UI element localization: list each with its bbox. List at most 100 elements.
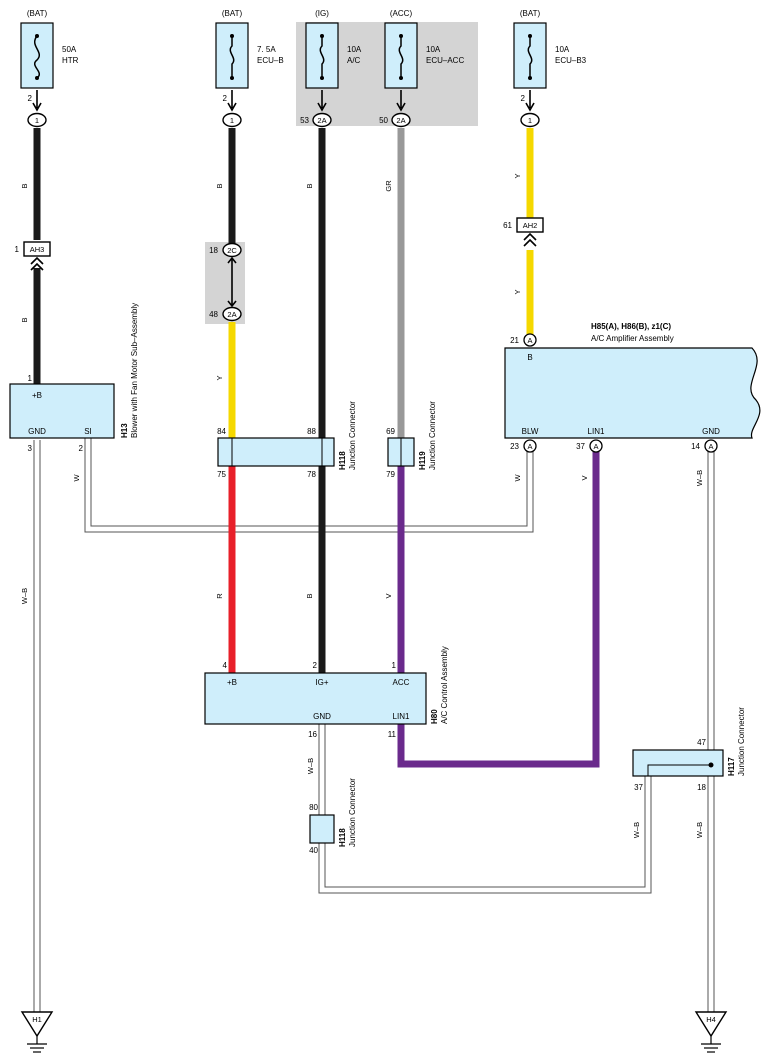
svg-text:ACC: ACC <box>393 678 410 687</box>
svg-text:37: 37 <box>576 442 585 451</box>
svg-text:1: 1 <box>392 661 397 670</box>
connector-2c-2a: 2C 18 2A 48 <box>209 242 242 322</box>
svg-text:LIN1: LIN1 <box>588 427 605 436</box>
fuse-ecub-amp: 7. 5A <box>257 45 276 54</box>
svg-text:GND: GND <box>702 427 720 436</box>
fuse-ecub-name: ECU–B <box>257 56 284 65</box>
svg-text:GND: GND <box>28 427 46 436</box>
svg-text:IG+: IG+ <box>315 678 328 687</box>
svg-text:79: 79 <box>386 470 395 479</box>
conn-ecub3-label: 1 <box>528 116 532 125</box>
svg-text:Y: Y <box>215 375 224 380</box>
h118-bottom-junction: 80 40 H118 Junction Connector <box>309 778 357 855</box>
fuse-ecuacc-amp: 10A <box>426 45 441 54</box>
svg-text:16: 16 <box>308 730 317 739</box>
fuse-ecuacc-name: ECU–ACC <box>426 56 464 65</box>
fuse-ecub-source: (BAT) <box>222 9 243 18</box>
svg-text:Junction Connector: Junction Connector <box>428 401 437 470</box>
svg-text:69: 69 <box>386 427 395 436</box>
svg-text:Blower with Fan Motor Sub–Asse: Blower with Fan Motor Sub–Assembly <box>130 303 139 438</box>
svg-text:H118: H118 <box>338 828 347 847</box>
ac-amplifier: H85(A), H86(B), z1(C) A/C Amplifier Asse… <box>504 322 761 453</box>
svg-text:W: W <box>513 474 522 482</box>
svg-text:W–B: W–B <box>306 758 315 774</box>
svg-text:H118: H118 <box>338 451 347 470</box>
svg-text:Junction Connector: Junction Connector <box>737 707 746 776</box>
fuse-ecub3: (BAT) 10A ECU–B3 2 <box>513 9 587 103</box>
conn-ecub-label: 1 <box>230 116 234 125</box>
svg-text:B: B <box>20 317 29 322</box>
svg-text:A: A <box>708 442 713 451</box>
svg-text:1: 1 <box>15 245 20 254</box>
fuse-ecub3-amp: 10A <box>555 45 570 54</box>
svg-text:H4: H4 <box>706 1015 716 1024</box>
svg-text:2C: 2C <box>227 246 237 255</box>
fuse-ac: (IG) 10A A/C 53 <box>300 9 362 125</box>
fuse-htr-source: (BAT) <box>27 9 48 18</box>
svg-text:78: 78 <box>307 470 316 479</box>
ground-h4: H4 <box>694 1011 728 1053</box>
h118-top-junction: 84 88 75 78 H118 Junction Connector <box>217 401 357 479</box>
fuse-ac-source: (IG) <box>315 9 329 18</box>
connector-ah2: AH2 61 <box>503 217 544 247</box>
svg-text:H13: H13 <box>120 423 129 438</box>
lin1-wire <box>397 452 600 768</box>
svg-text:23: 23 <box>510 442 519 451</box>
svg-text:18: 18 <box>209 246 218 255</box>
svg-text:W–B: W–B <box>632 822 641 838</box>
fuse-ecub3-pin: 2 <box>521 94 526 103</box>
fuse-ecub-pin: 2 <box>223 94 228 103</box>
svg-text:BLW: BLW <box>522 427 539 436</box>
svg-text:61: 61 <box>503 221 512 230</box>
svg-text:2: 2 <box>79 444 84 453</box>
svg-text:LIN1: LIN1 <box>393 712 410 721</box>
fuse-ac-amp: 10A <box>347 45 362 54</box>
svg-text:GR: GR <box>384 180 393 192</box>
svg-text:H85(A), H86(B), z1(C): H85(A), H86(B), z1(C) <box>591 322 671 331</box>
svg-text:H1: H1 <box>32 1015 42 1024</box>
svg-text:Junction Connector: Junction Connector <box>348 401 357 470</box>
svg-text:+B: +B <box>227 678 237 687</box>
svg-text:W–B: W–B <box>20 588 29 604</box>
conn-ecuacc-label: 2A <box>396 116 405 125</box>
conn-htr-label: 1 <box>35 116 39 125</box>
h117-junction: 47 37 18 H117 Junction Connector <box>632 707 746 792</box>
fuse-ecub3-name: ECU–B3 <box>555 56 587 65</box>
h80-ac-control: +B IG+ ACC GND LIN1 4 2 1 16 11 H80 A/C … <box>204 646 449 739</box>
connector-ah3: AH3 1 <box>15 241 51 271</box>
h80-gnd-wire <box>318 724 711 894</box>
svg-text:W: W <box>72 474 81 482</box>
svg-text:80: 80 <box>309 803 318 812</box>
svg-text:A/C Control Assembly: A/C Control Assembly <box>440 646 449 724</box>
svg-text:+B: +B <box>32 391 42 400</box>
svg-text:4: 4 <box>223 661 228 670</box>
svg-text:Junction Connector: Junction Connector <box>348 778 357 847</box>
svg-text:R: R <box>215 593 224 599</box>
fuse-htr-name: HTR <box>62 56 79 65</box>
fuse-ac-pin: 53 <box>300 116 309 125</box>
fuse-outlets: 1 1 2A 2A 1 <box>27 90 540 128</box>
svg-text:B: B <box>527 353 532 362</box>
svg-text:SI: SI <box>84 427 92 436</box>
svg-text:47: 47 <box>697 738 706 747</box>
ground-h1: H1 <box>20 1011 54 1053</box>
svg-text:B: B <box>305 593 314 598</box>
svg-text:2: 2 <box>313 661 318 670</box>
svg-text:A: A <box>527 336 532 345</box>
svg-text:W–B: W–B <box>695 470 704 486</box>
fuse-htr-amp: 50A <box>62 45 77 54</box>
svg-text:37: 37 <box>634 783 643 792</box>
svg-text:B: B <box>305 183 314 188</box>
svg-text:AH3: AH3 <box>30 245 45 254</box>
svg-text:18: 18 <box>697 783 706 792</box>
svg-text:A: A <box>527 442 532 451</box>
svg-text:B: B <box>215 183 224 188</box>
svg-text:A/C Amplifier Assembly: A/C Amplifier Assembly <box>591 334 674 343</box>
svg-text:1: 1 <box>28 374 33 383</box>
svg-text:2A: 2A <box>227 310 236 319</box>
svg-text:AH2: AH2 <box>523 221 538 230</box>
svg-text:W–B: W–B <box>695 822 704 838</box>
svg-text:H117: H117 <box>727 757 736 776</box>
fuse-ecuacc: (ACC) 10A ECU–ACC 50 <box>379 9 464 125</box>
